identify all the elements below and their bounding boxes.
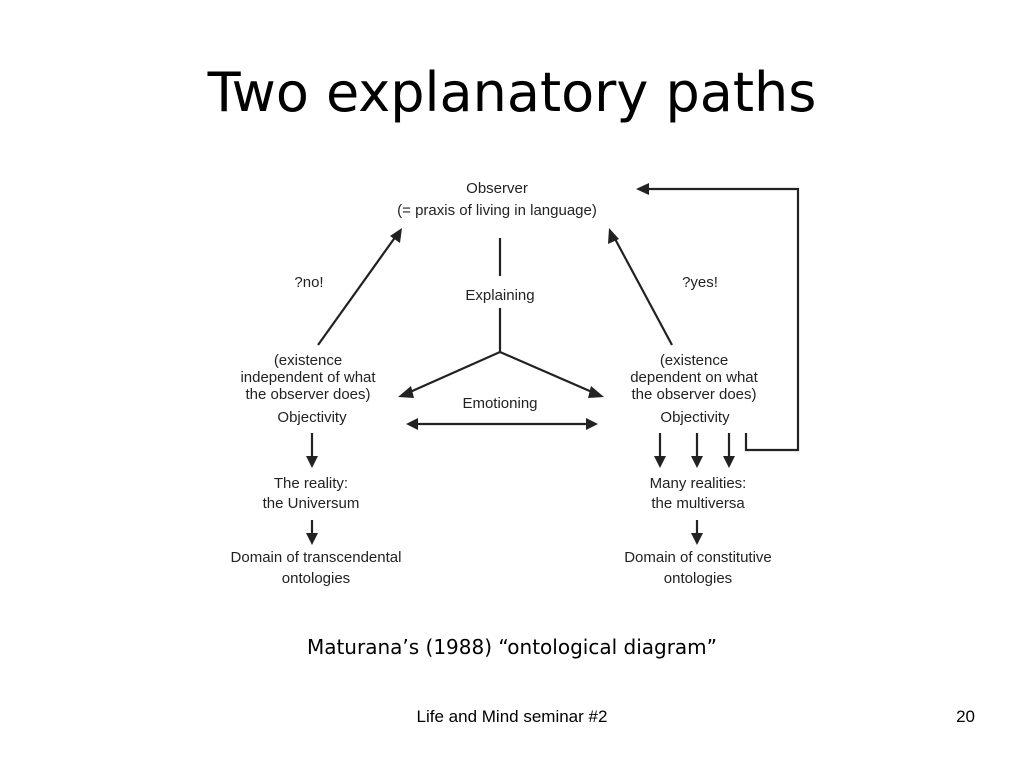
left-domain-line-1: Domain of transcendental <box>231 549 402 566</box>
yes-arrow <box>613 236 673 346</box>
right-reality-line-2: the multiversa <box>651 495 745 512</box>
fork-to-right-arrow <box>499 350 593 394</box>
right-reality-line-1: Many realities: <box>650 475 747 492</box>
left-reality-line-2: the Universum <box>263 495 360 512</box>
explaining-label: Explaining <box>465 287 534 304</box>
emotioning-left-arrowhead <box>406 418 418 430</box>
yes-label: ?yes! <box>682 274 718 291</box>
left-condition-line-2: independent of what <box>240 369 376 386</box>
right-domain-line-1: Domain of constitutive <box>624 549 772 566</box>
left-reality-line-1: The reality: <box>274 475 348 492</box>
footer-text: Life and Mind seminar #2 <box>416 707 608 726</box>
right-domain-line-2: ontologies <box>664 570 732 587</box>
right-condition-line-3: the observer does) <box>631 386 756 403</box>
right-condition-line-1: (existence <box>660 352 728 369</box>
feedback-loop-line <box>648 187 800 452</box>
left-objectivity-reality-arrowhead <box>306 456 318 468</box>
no-label: ?no! <box>294 274 323 291</box>
left-condition-line-1: (existence <box>274 352 342 369</box>
page-number: 20 <box>956 707 975 726</box>
left-reality-domain-arrowhead <box>306 533 318 545</box>
right-objectivity: Objectivity <box>660 409 730 426</box>
no-arrowhead <box>390 228 402 243</box>
emotioning-label: Emotioning <box>462 395 537 412</box>
figure-caption: Maturana’s (1988) “ontological diagram” <box>306 635 718 659</box>
yes-arrowhead <box>608 228 619 244</box>
right-objectivity-reality-arrowhead-3 <box>723 456 735 468</box>
fork-to-left-arrowhead <box>398 386 414 398</box>
emotioning-right-arrowhead <box>586 418 598 430</box>
right-condition-line-2: dependent on what <box>630 369 758 386</box>
right-reality-domain-arrowhead <box>691 533 703 545</box>
observer-description: (= praxis of living in language) <box>397 202 597 219</box>
left-objectivity: Objectivity <box>277 409 347 426</box>
right-objectivity-reality-arrowhead-1 <box>654 456 666 468</box>
right-objectivity-reality-arrowhead-2 <box>691 456 703 468</box>
fork-to-left-arrow <box>409 350 501 394</box>
observer-label: Observer <box>466 180 528 197</box>
feedback-loop-arrowhead <box>636 183 649 195</box>
left-domain-line-2: ontologies <box>282 570 350 587</box>
left-condition-line-3: the observer does) <box>245 386 370 403</box>
no-arrow <box>317 235 397 346</box>
fork-to-right-arrowhead <box>588 386 604 398</box>
slide-title: Two explanatory paths <box>207 61 817 124</box>
